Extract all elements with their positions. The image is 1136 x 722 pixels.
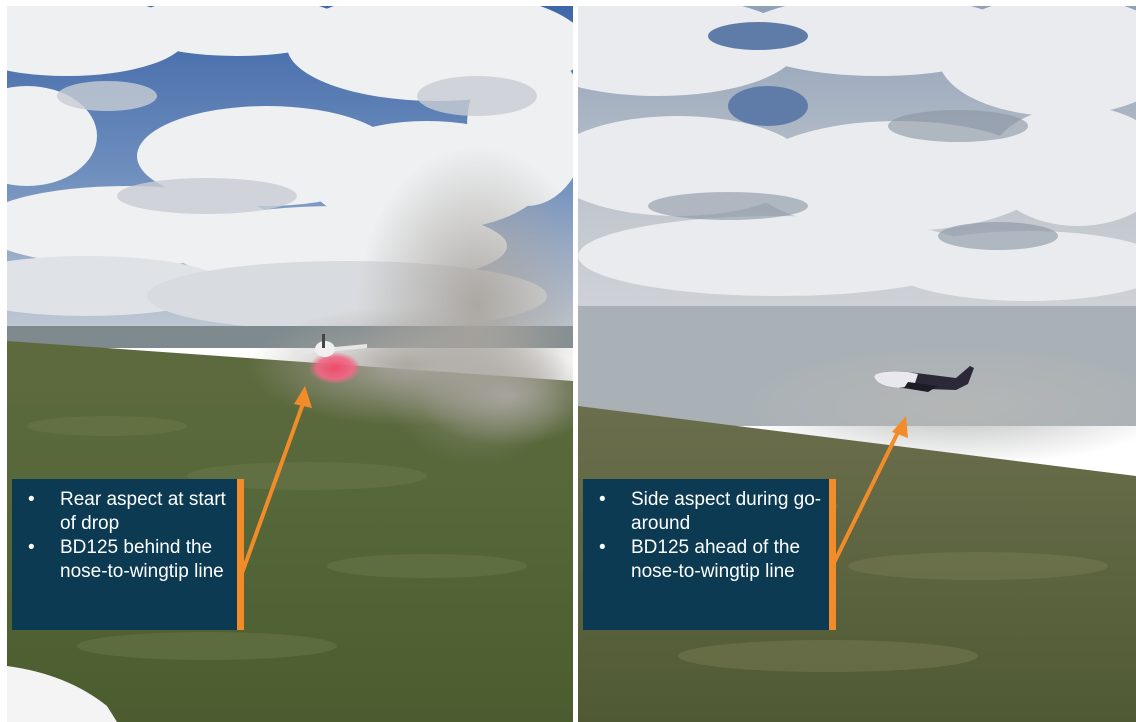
aircraft-side-view	[874, 366, 974, 392]
retardant-drop	[309, 352, 361, 384]
observer-wingtip	[7, 666, 117, 722]
arrow-right	[828, 416, 908, 572]
photo-left-scene	[7, 6, 573, 722]
callout-left-bullet-2: BD125 behind the nose-to-wingtip line	[28, 536, 232, 584]
callout-left: Rear aspect at start of drop BD125 behin…	[12, 479, 244, 630]
callout-right-list: Side aspect during go-around BD125 ahead…	[599, 488, 824, 584]
clouds	[578, 6, 1136, 301]
callout-right: Side aspect during go-around BD125 ahead…	[583, 479, 836, 630]
smoke	[247, 146, 573, 466]
callout-right-bullet-1: Side aspect during go-around	[599, 488, 824, 536]
smoke	[738, 346, 1136, 466]
arrow-left	[239, 386, 312, 577]
aircraft-rear-view	[292, 334, 367, 357]
callout-right-accent-bar	[829, 479, 836, 630]
callout-left-list: Rear aspect at start of drop BD125 behin…	[28, 488, 232, 584]
photo-left	[7, 6, 573, 722]
callout-right-bullet-2: BD125 ahead of the nose-to-wingtip line	[599, 536, 824, 584]
callout-left-accent-bar	[237, 479, 244, 630]
callout-left-bullet-1: Rear aspect at start of drop	[28, 488, 232, 536]
